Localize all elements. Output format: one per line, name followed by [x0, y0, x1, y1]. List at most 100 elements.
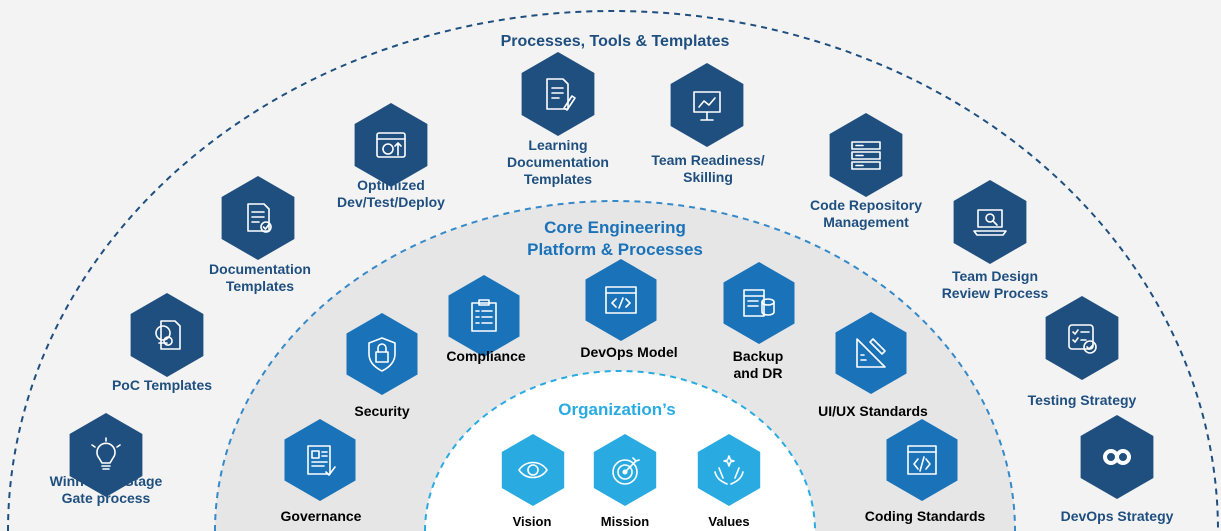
label-testing: Testing Strategy [1028, 392, 1137, 409]
hexagon-shape [130, 293, 204, 377]
hexagon-shape [501, 434, 565, 506]
label-line: Values [708, 514, 750, 529]
hex-uiux [835, 312, 907, 394]
middle-ring-dash [214, 200, 1016, 531]
label-line: Vision [512, 514, 552, 529]
label-line: Code Repository [809, 197, 923, 213]
hex-backup [723, 262, 795, 344]
ruler-pencil-icon [856, 338, 886, 368]
outer-ring-title: Processes, Tools & Templates [494, 33, 736, 51]
hex-code-repo [829, 113, 903, 197]
label-poc: PoC Templates [112, 377, 212, 394]
hex-optimized [354, 103, 428, 187]
label-coding: Coding Standards [865, 508, 986, 525]
middle-ring-title-2: Platform & Processes [527, 240, 703, 259]
hex-readiness [670, 63, 744, 147]
label-line: Gate process [61, 490, 151, 506]
database-backup-icon [743, 289, 775, 317]
hex-vision [501, 434, 565, 506]
document-check-icon [247, 203, 272, 233]
label-line: Dev/Test/Deploy [337, 194, 445, 210]
hexagon-shape [1045, 296, 1119, 380]
hex-compliance [448, 275, 520, 357]
hex-devops-strategy [1080, 415, 1154, 499]
laptop-review-icon [973, 209, 1007, 236]
label-line: Skilling [683, 169, 733, 185]
label-line: Coding Standards [864, 508, 986, 524]
clipboard-profile-icon [307, 445, 336, 476]
hex-mission [593, 434, 657, 506]
label-line: Review Process [941, 285, 1049, 301]
hexagon-shape [221, 176, 295, 260]
hexagon-shape [284, 419, 356, 501]
server-stack-icon [851, 141, 881, 170]
label-line: Winnovate Stage [49, 473, 163, 489]
label-line: and DR [733, 365, 783, 381]
hexagon-shape [670, 63, 744, 147]
label-readiness: Team Readiness/Skilling [651, 152, 764, 186]
inner-ring-title: Organization’s [554, 400, 680, 420]
sync-arrows-icon [1103, 449, 1131, 465]
hands-sparkle-icon [714, 455, 744, 485]
label-line: DevOps Strategy [1060, 508, 1174, 524]
eye-icon [518, 461, 548, 479]
label-devops-model: DevOps Model [580, 344, 677, 361]
hexagon-shape [69, 413, 143, 497]
hex-security [346, 313, 418, 395]
hex-coding [886, 419, 958, 501]
label-line: Optimized [357, 177, 425, 193]
label-line: Documentation [209, 261, 311, 277]
label-line: Compliance [446, 348, 526, 364]
hexagon-shape [697, 434, 761, 506]
label-line: DevOps Model [580, 344, 678, 360]
document-pencil-icon [546, 78, 576, 111]
code-window-icon [605, 286, 637, 314]
label-devops-strategy: DevOps Strategy [1061, 508, 1174, 525]
label-line: Testing Strategy [1027, 392, 1137, 408]
hex-devops-model [585, 259, 657, 341]
label-line: Security [354, 403, 410, 419]
label-line: Management [823, 214, 909, 230]
label-line: Templates [225, 278, 295, 294]
shield-lock-icon [368, 337, 396, 372]
target-icon [612, 457, 640, 485]
label-values: Values [708, 513, 749, 530]
label-uiux: UI/UX Standards [818, 403, 928, 420]
label-line: Team Readiness/ [651, 152, 765, 168]
label-line: PoC Templates [111, 377, 213, 393]
code-brackets-icon [907, 445, 937, 475]
hexagon-shape [723, 262, 795, 344]
hexagon-shape [448, 275, 520, 357]
hex-testing [1045, 296, 1119, 380]
label-line: Team Design [951, 268, 1039, 284]
label-line: Learning [528, 137, 588, 153]
label-line: Documentation [507, 154, 609, 170]
hex-governance [284, 419, 356, 501]
label-line: Templates [523, 171, 593, 187]
inner-ring-dash [424, 370, 816, 531]
hexagon-shape [346, 313, 418, 395]
hex-doc-templates [221, 176, 295, 260]
poc-template-icon [155, 320, 181, 350]
label-governance: Governance [281, 508, 362, 525]
label-line: Backup [732, 348, 784, 364]
hexagon-shape [521, 52, 595, 136]
hex-stage-gate [69, 413, 143, 497]
outer-ring-dash [7, 10, 1219, 531]
label-line: Governance [280, 508, 362, 524]
hex-design-review [953, 180, 1027, 264]
middle-ring-fill [215, 201, 1015, 531]
lightbulb-icon [91, 437, 121, 470]
label-line: Mission [600, 514, 650, 529]
middle-ring-title-1: Core Engineering [540, 218, 690, 238]
hex-learning [521, 52, 595, 136]
